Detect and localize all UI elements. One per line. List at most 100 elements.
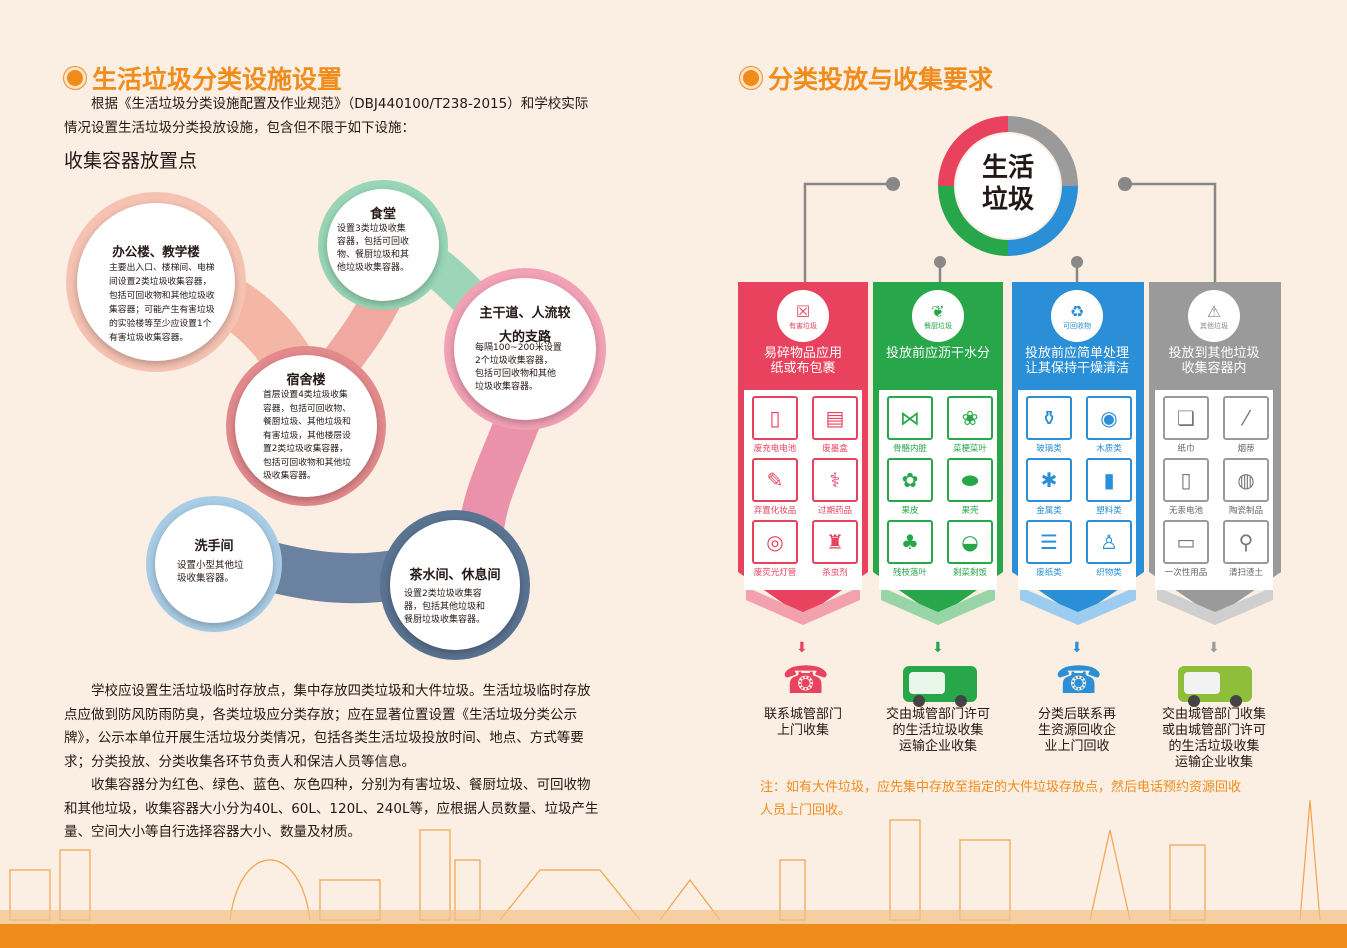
bullet-dot-icon [740,67,762,89]
method-line: 运输企业收集 [898,739,977,754]
item-cell: ▮塑料类 [1084,458,1134,520]
intro-line-2: 情况设置生活垃圾分类投放设施，包含但不限于如下设施： [64,119,415,136]
item-label: 烟蒂 [1237,444,1255,454]
item-cell: ⁄ 烟蒂 [1221,396,1271,458]
office-line: 主要出入口、楼梯间、电梯 [109,263,215,273]
method-line: 交由城管部门收集 [1161,707,1266,722]
category-recyclable: ♻ 可回收物 投放前应简单处理 让其保持干燥清洁 ⚱玻璃类 ◉木质类 ✱金属类 … [1012,282,1144,627]
item-cell: ♣残枝落叶 [885,520,935,582]
tearoom-line: 设置2类垃圾收集容 [404,589,482,599]
dorm-line: 包括可回收物和其他垃 [263,457,351,468]
battery-icon: ▯ [752,396,798,440]
road-text: 每隔100~200米设置 2个垃圾收集容器， 包括可回收物和其他 垃圾收集容器。 [475,342,585,394]
method-line: 运输企业收集 [1174,755,1253,770]
other-desc-2: 收集容器内 [1181,361,1247,376]
canteen-title: 食堂 [369,207,396,222]
tearoom-line: 餐厨垃圾收集容器。 [404,615,486,625]
bulky-waste-note: 注：如有大件垃圾，应先集中存放至指定的大件垃圾存放点，然后电话预约资源回收 人员… [760,776,1300,822]
intro-paragraph: 根据《生活垃圾分类设施配置及作业规范》（DBJ440100/T238-2015）… [64,93,624,140]
item-label: 废墨盒 [822,444,848,454]
item-cell: ❏ 纸巾 [1161,396,1211,458]
dorm-line: 圾收集容器。 [263,471,316,481]
truck-wheel [913,695,925,707]
item-label: 弃置化妆品 [753,506,797,516]
four-color-ring [938,116,1078,256]
method-line: 业上门回收 [1044,739,1110,754]
dorm-title: 宿舍楼 [286,373,326,388]
para2-line: 量、空间大小等自行选择容器大小、数量及材质。 [64,824,361,840]
item-cell: ❀菜梗菜叶 [945,396,995,458]
item-label: 废纸类 [1036,568,1062,578]
kitchen-items: ⋈骨骼内脏 ❀菜梗菜叶 ✿果皮 ⬬果壳 ♣残枝落叶 ◒剩菜剩饭 [879,390,997,590]
tearoom-title: 茶水间、休息间 [409,568,501,583]
dorm-line: 容器，包括可回收物、 [263,403,351,414]
dorm-line: 置2类垃圾收集容器， [263,444,348,454]
arrow-down-icon: ⬇ [1071,640,1083,656]
canteen-line: 他垃圾收集容器。 [337,263,410,273]
ink-cartridge-icon: ▤ [812,396,858,440]
harmful-logo-icon: ☒ 有害垃圾 [777,290,829,342]
arrow-down-icon: ⬇ [796,640,808,656]
recyclable-desc-1: 投放前应简单处理 [1024,346,1129,361]
kitchen-logo-icon: ❦ 餐厨垃圾 [912,290,964,342]
glass-bottle-icon: ⚱ [1026,396,1072,440]
washroom-line: 圾收集容器。 [177,573,235,584]
subheading-collection-points: 收集容器放置点 [64,150,198,172]
nut-shell-icon: ⬬ [947,458,993,502]
method-line: 或由城管部门许可 [1161,723,1266,738]
item-cell: ▯无汞电池 [1161,458,1211,520]
method-line: 的生活垃圾收集 [892,723,984,738]
item-label: 菜梗菜叶 [952,444,987,454]
item-label: 金属类 [1036,506,1062,516]
item-label: 骨骼内脏 [892,444,927,454]
item-label: 纸巾 [1177,444,1195,454]
item-label: 残枝落叶 [892,568,927,578]
other-icon-cn: 其他垃圾 [1200,321,1228,330]
arrow-down-icon: ⬇ [1208,640,1220,656]
garbage-truck-icon [903,666,977,707]
item-label: 杀虫剂 [822,568,848,578]
item-cell: ⚕过期药品 [810,458,860,520]
item-label: 废荧光灯管 [753,568,797,578]
recyclable-icon-cn: 可回收物 [1063,321,1091,330]
office-line: 集容器；可能产生有害垃圾 [109,305,215,315]
dorm-line: 有害垃圾，其他楼层设 [263,430,351,441]
harmful-desc: 易碎物品应用 纸或布包裹 [738,346,868,376]
item-cell: ▤ 废墨盒 [810,396,860,458]
office-line: 的实验楼等至少应设置1个 [109,319,212,329]
item-cell: ▯废充电电池 [750,396,800,458]
harmful-head: ☒ 有害垃圾 易碎物品应用 纸或布包裹 [738,290,868,390]
category-kitchen: ❦ 餐厨垃圾 投放前应沥干水分 ⋈骨骼内脏 ❀菜梗菜叶 ✿果皮 ⬬果壳 ♣残枝落… [873,282,1003,627]
bubble-washroom: 洗手间 设置小型其他垃 圾收集容器。 [146,496,282,632]
bullet-dot-icon [64,67,86,89]
disposable-box-icon: ▭ [1163,520,1209,564]
dorm-line: 首层设置4类垃圾收集 [263,390,348,400]
center-label: 生活 垃圾 [936,152,1080,216]
office-title: 办公楼、教学楼 [112,244,200,259]
item-cell: ◒剩菜剩饭 [945,520,995,582]
insecticide-icon: ♜ [812,520,858,564]
method-kitchen: 交由城管部门许可 的生活垃圾收集 运输企业收集 [873,707,1003,755]
harmful-items: ▯废充电电池 ▤废墨盒 ✎弃置化妆品 ⚕过期药品 ◎废荧光灯管 ♜杀虫剂 [744,390,862,590]
method-line: 交由城管部门许可 [885,707,990,722]
fish-bone-icon: ⋈ [887,396,933,440]
item-cell: ✎ 弃置化妆品 [750,458,800,520]
arrow-down-icon: ⬇ [932,640,944,656]
item-label: 陶瓷制品 [1228,506,1263,516]
intro-line-1: 根据《生活垃圾分类设施配置及作业规范》（DBJ440100/T238-2015）… [91,96,589,112]
category-harmful: ☒ 有害垃圾 易碎物品应用 纸或布包裹 ▯废充电电池 ▤ 废墨盒 ✎ 弃置化妆品 ⚕… [738,282,868,627]
tissue-icon: ❏ [1163,396,1209,440]
para1-line: 学校应设置生活垃圾临时存放点，集中存放四类垃圾和大件垃圾。生活垃圾临时存放 [91,683,591,699]
item-label: 过期药品 [817,506,852,516]
washroom-title: 洗手间 [194,539,234,554]
bubble-tearoom: 茶水间、休息间 设置2类垃圾收集容 器，包括其他垃圾和 餐厨垃圾收集容器。 [380,510,530,660]
center-ring: 生活 垃圾 [936,114,1080,258]
para1-line: 求；分类投放、分类收集各环节负责人和保洁人员等信息。 [64,753,415,770]
kitchen-icon-cn: 餐厨垃圾 [924,321,952,330]
cigarette-icon: ⁄ [1223,396,1269,440]
cosmetics-icon: ✎ [752,458,798,502]
left-section-title: 生活垃圾分类设施设置 [64,60,342,96]
item-cell: ◉木质类 [1084,396,1134,458]
method-line: 的生活垃圾收集 [1168,739,1260,754]
recyclable-logo-icon: ♻ 可回收物 [1051,290,1103,342]
